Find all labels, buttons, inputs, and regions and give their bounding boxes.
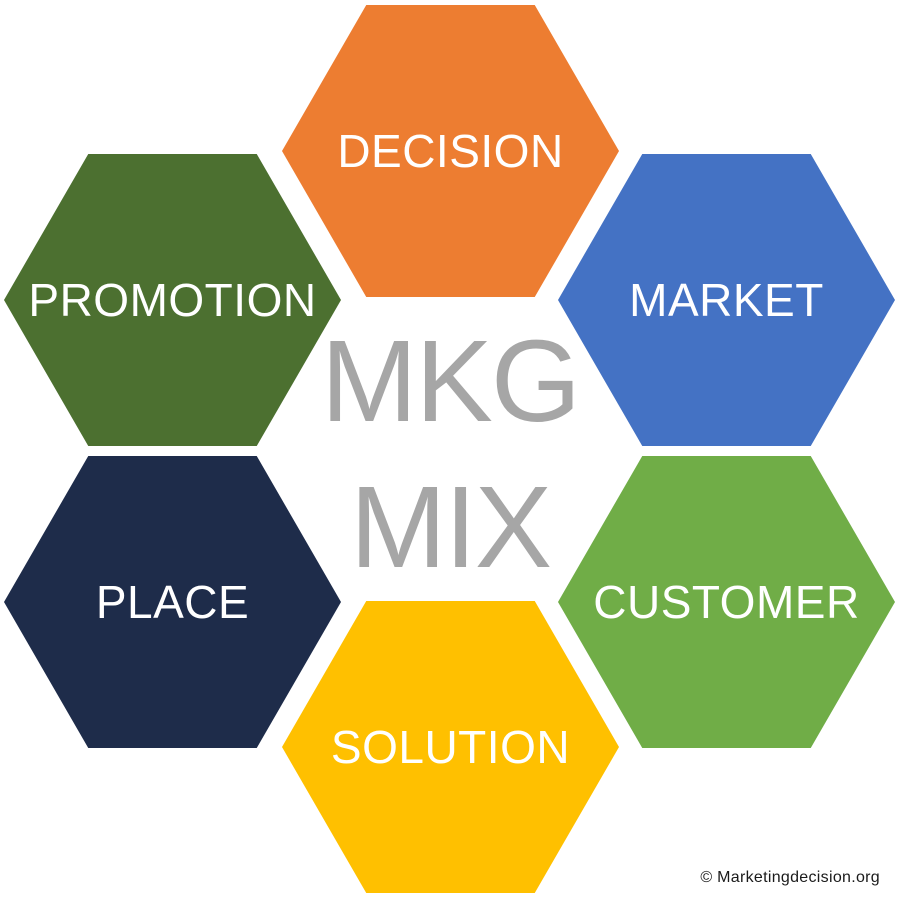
hexagon-market-label: MARKET (629, 274, 824, 326)
hexagon-decision: DECISION (282, 5, 619, 297)
hexagon-solution: SOLUTION (282, 601, 619, 893)
hexagon-decision-label: DECISION (337, 125, 564, 177)
hexagon-place: PLACE (4, 456, 341, 748)
center-title-line1: MKG (320, 316, 581, 446)
hexagon-market: MARKET (558, 154, 895, 446)
center-title: MKG MIX (0, 308, 900, 600)
hexagon-place-label: PLACE (95, 576, 250, 628)
hexagon-customer-label: CUSTOMER (593, 576, 860, 628)
center-title-line2: MIX (349, 462, 552, 592)
hexagon-promotion-label: PROMOTION (28, 274, 317, 326)
copyright-text: © Marketingdecision.org (700, 869, 880, 886)
hexagon-customer: CUSTOMER (558, 456, 895, 748)
hexagon-solution-label: SOLUTION (330, 721, 571, 773)
